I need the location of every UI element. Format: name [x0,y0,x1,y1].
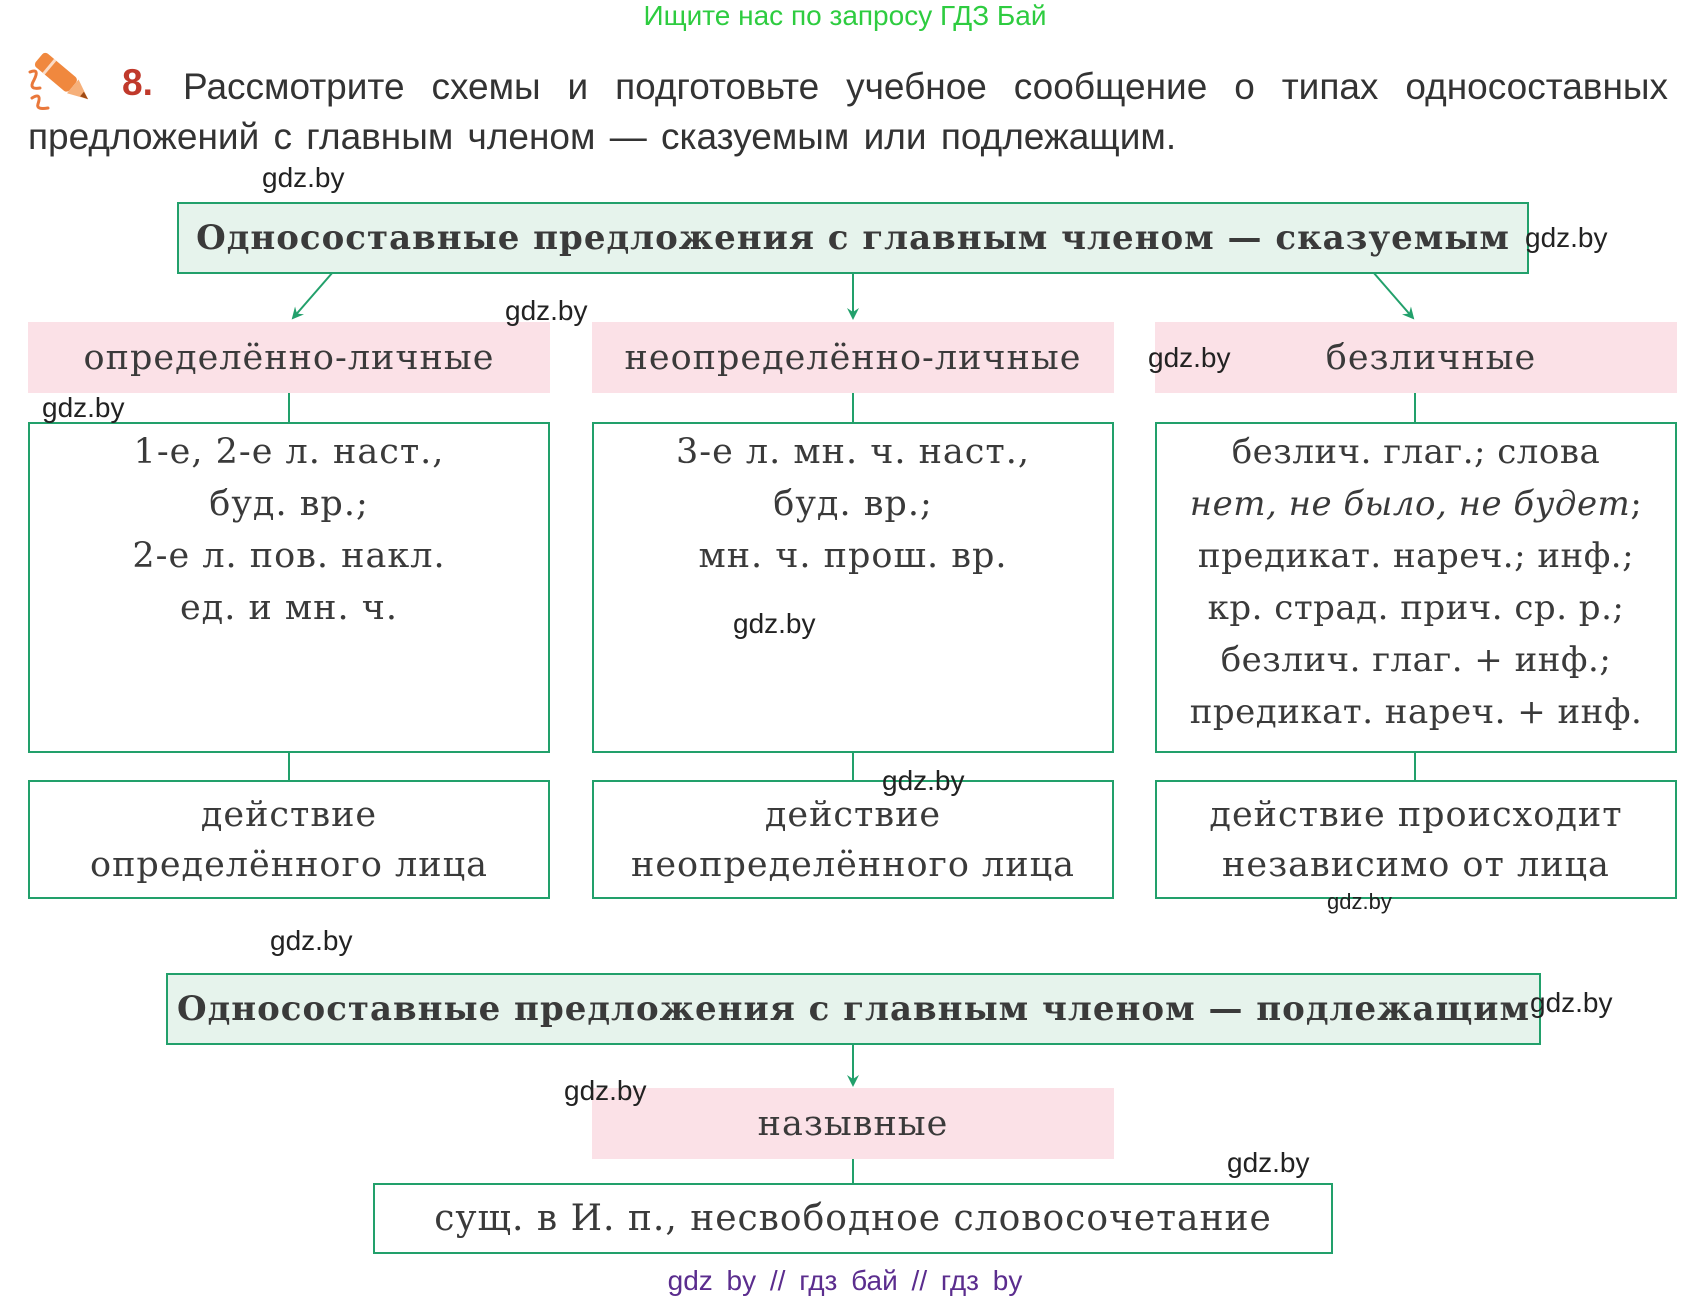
type-definite-personal: определённо-личные [28,322,550,393]
task-number: 8. [122,62,153,103]
features-definite-personal: 1-е, 2-е л. наст., буд. вр.; 2-е л. пов.… [28,422,550,753]
feature-line: предикат. нареч. + инф. [1189,692,1643,732]
watermark: gdz.by [733,608,816,639]
type-impersonal: безличные [1155,322,1677,393]
meaning-definite-personal: действие определённого лица [28,780,550,899]
feature-line: 1-е, 2-е л. наст., [133,432,445,472]
watermark: gdz.by [1327,889,1392,914]
meaning-line: действие происходит [1209,794,1623,835]
watermark: gdz.by [1227,1147,1310,1178]
bottom-watermark: gdz by // гдз бай // гдз by [667,1265,1023,1296]
feature-line-with-italic: нет, не было, не будет; [1157,478,1675,530]
arrow-to-impersonal [1372,271,1415,320]
feature-line: безлич. глаг. + инф.; [1220,640,1612,680]
feature-line: 2-е л. пов. накл. [132,536,446,576]
feature-line: мн. ч. прош. вр. [698,536,1008,576]
arrow-to-definite [291,271,334,320]
meaning-line: действие [200,794,378,835]
pen-icon [28,52,89,110]
feature-nominative: сущ. в И. п., несвободное словосочетание [373,1183,1333,1254]
feature-line: кр. страд. прич. ср. р.; [1207,588,1625,628]
features-impersonal: безлич. глаг.; слова нет, не было, не бу… [1155,422,1677,753]
meaning-line: неопределённого лица [631,844,1075,885]
watermark: gdz.by [882,765,965,796]
feature-line: ед. и мн. ч. [179,588,399,628]
meaning-impersonal: действие происходит независимо от лица [1155,780,1677,899]
feature-line: безлич. глаг.; слова [1231,432,1601,472]
watermark: gdz.by [262,162,345,193]
watermark: gdz.by [42,392,125,423]
features-indefinite-personal: 3-е л. мн. ч. наст., буд. вр.; мн. ч. пр… [592,422,1114,753]
type-nominative: назывные [592,1088,1114,1159]
feature-line: буд. вр.; [773,484,933,524]
top-banner: Ищите нас по запросу ГДЗ Бай [643,0,1047,31]
feature-italic-words: нет, не было, не будет [1189,484,1631,524]
scheme2-header: Односоставные предложения с главным член… [166,973,1541,1045]
watermark: gdz.by [1148,342,1231,373]
task-text: Рассмотрите схемы и подготовьте учебное … [28,66,1668,157]
feature-punct: ; [1630,484,1643,524]
meaning-line: определённого лица [90,844,488,885]
watermark: gdz.by [270,925,353,956]
feature-line: 3-е л. мн. ч. наст., [675,432,1031,472]
watermark: gdz.by [1530,987,1613,1018]
feature-line: буд. вр.; [209,484,369,524]
feature-line: предикат. нареч.; инф.; [1197,536,1635,576]
watermark: gdz.by [505,295,588,326]
meaning-line: действие [764,794,942,835]
watermark: gdz.by [564,1075,647,1106]
scheme1-header: Односоставные предложения с главным член… [177,202,1529,274]
meaning-indefinite-personal: действие неопределённого лица [592,780,1114,899]
watermark: gdz.by [1525,222,1608,253]
type-indefinite-personal: неопределённо-личные [592,322,1114,393]
meaning-line: независимо от лица [1222,844,1610,885]
